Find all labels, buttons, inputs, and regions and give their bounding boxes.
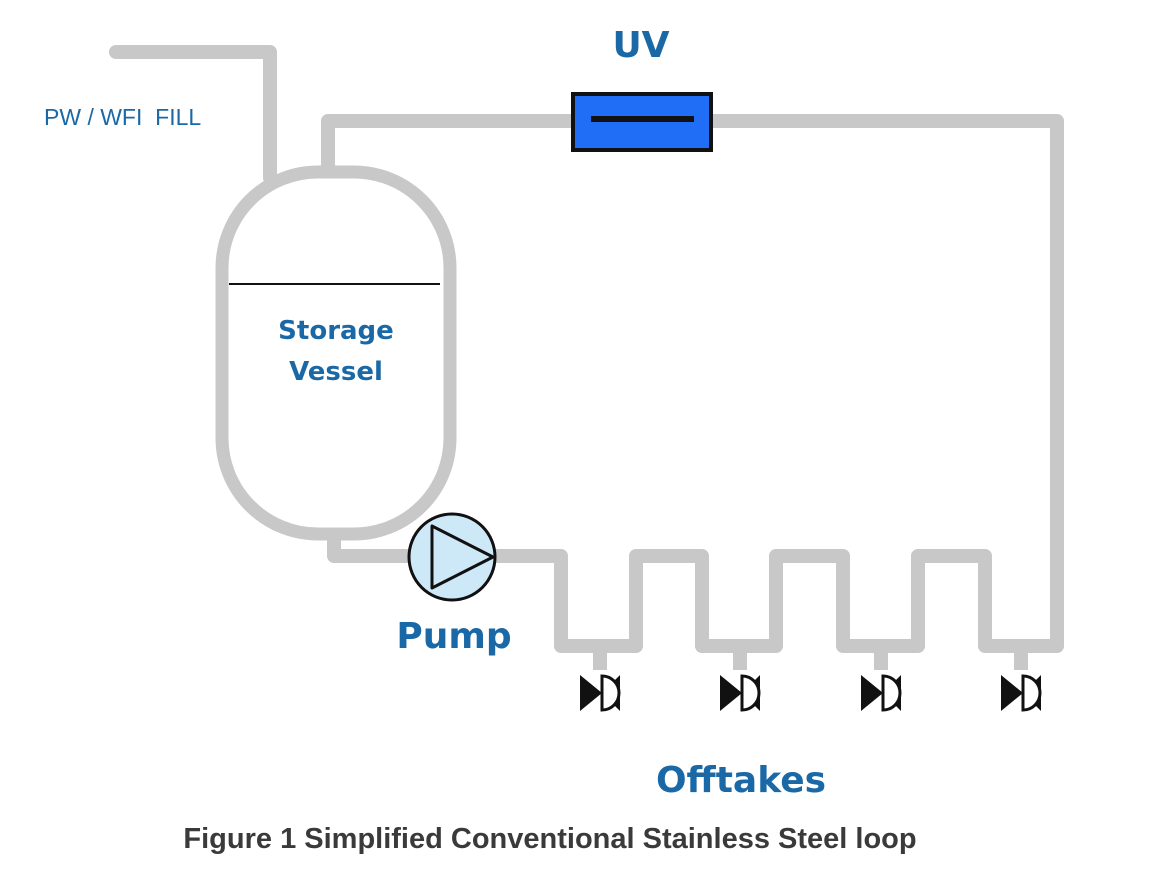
fill-pipe [109,45,277,185]
valve-icon [720,675,742,711]
pump-label: Pump [396,616,511,657]
vessel-label-line2: Vessel [289,357,383,387]
offtake-valve [580,653,621,712]
valve-icon [861,675,883,711]
figure-caption: Figure 1 Simplified Conventional Stainle… [183,823,916,855]
offtake-valve [1001,653,1042,712]
pump-icon [407,512,497,602]
offtake-valve [861,653,902,712]
storage-vessel: Storage Vessel [215,165,457,541]
fill-label: PW / WFI FILL [44,104,201,130]
valve-icon [580,675,602,711]
uv-label: UV [612,25,669,66]
distribution-pipe [485,549,1064,653]
offtakes-label: Offtakes [656,760,826,801]
offtake-valve [720,653,761,712]
vessel-label-line1: Storage [278,316,394,346]
valve-icon [1001,675,1023,711]
uv-lamp-icon [571,92,713,152]
